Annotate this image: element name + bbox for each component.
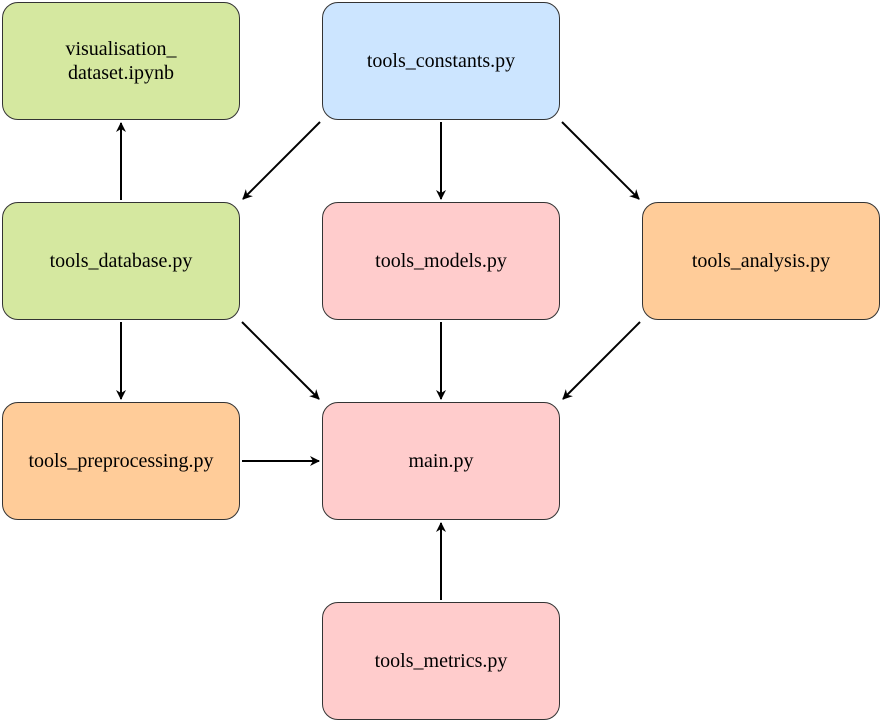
node-label: tools_models.py bbox=[375, 250, 507, 272]
node-visualisation-dataset[interactable]: visualisation_ dataset.ipynb bbox=[2, 2, 240, 120]
node-tools-preprocessing[interactable]: tools_preprocessing.py bbox=[2, 402, 240, 520]
edge-analysis-main bbox=[562, 321, 641, 400]
node-tools-database[interactable]: tools_database.py bbox=[2, 202, 240, 320]
node-tools-analysis[interactable]: tools_analysis.py bbox=[642, 202, 880, 320]
node-label: tools_database.py bbox=[49, 250, 193, 272]
node-tools-metrics[interactable]: tools_metrics.py bbox=[322, 602, 560, 720]
node-label: tools_analysis.py bbox=[691, 250, 831, 272]
node-label: tools_constants.py bbox=[366, 50, 516, 72]
edge-database-main bbox=[241, 321, 320, 400]
edge-constants-analysis bbox=[561, 121, 640, 200]
node-label: tools_metrics.py bbox=[374, 650, 508, 672]
edge-constants-database bbox=[242, 121, 321, 200]
node-tools-models[interactable]: tools_models.py bbox=[322, 202, 560, 320]
node-label: main.py bbox=[408, 450, 474, 472]
node-label: visualisation_ dataset.ipynb bbox=[65, 38, 177, 84]
node-tools-constants[interactable]: tools_constants.py bbox=[322, 2, 560, 120]
node-label: tools_preprocessing.py bbox=[28, 450, 214, 472]
node-main[interactable]: main.py bbox=[322, 402, 560, 520]
